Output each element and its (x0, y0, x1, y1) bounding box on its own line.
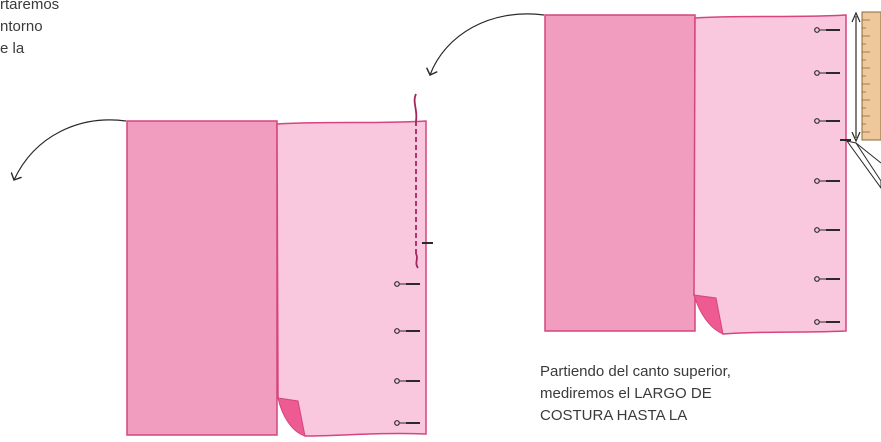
right-pins (814, 27, 840, 325)
pin-icon (814, 276, 840, 282)
pin-icon (814, 178, 840, 184)
caption-right: Partiendo del canto superior, mediremos … (540, 361, 840, 427)
thread-tail-bottom (415, 253, 419, 269)
left-fabric-back (126, 120, 278, 436)
pin-icon (814, 27, 840, 33)
right-fold-corner (693, 294, 724, 335)
caption-right-line: mediremos el LARGO DE (540, 385, 712, 402)
ruler-icon (861, 11, 881, 141)
thread-tail-top (413, 93, 418, 122)
caption-left-line: ntorno (0, 18, 43, 35)
pin-icon (814, 319, 840, 325)
right-fabric (544, 14, 851, 335)
measure-arrow-icon (851, 11, 861, 143)
left-pins (394, 281, 420, 426)
chalk-icon (845, 140, 881, 189)
caption-right-line: Partiendo del canto superior, (540, 363, 731, 380)
curved-arrow-icon (14, 119, 127, 180)
pin-icon (814, 227, 840, 233)
caption-left: rtaremos ntorno e la (0, 0, 110, 60)
caption-left-line: e la (0, 40, 25, 57)
caption-right-line: COSTURA HASTA LA (540, 407, 688, 424)
pin-icon (394, 328, 420, 334)
right-fabric-front (693, 14, 847, 335)
pin-icon (814, 118, 840, 124)
left-fabric-front (276, 120, 427, 437)
pin-icon (814, 70, 840, 76)
curved-arrow-icon (430, 13, 545, 75)
left-fabric (126, 93, 433, 437)
left-fold-corner (277, 397, 306, 437)
right-fabric-back (544, 14, 696, 332)
caption-left-line: rtaremos (0, 0, 60, 13)
pin-icon (394, 378, 420, 384)
pin-icon (394, 420, 420, 426)
pin-icon (394, 281, 420, 287)
